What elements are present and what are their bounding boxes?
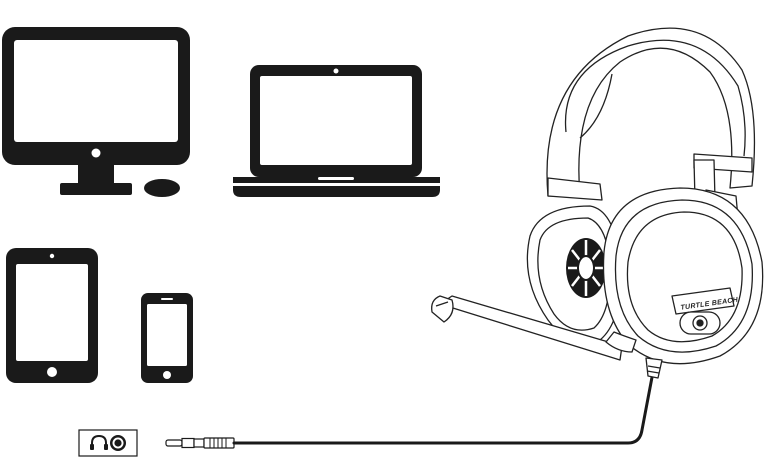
mouse-icon [144,179,180,197]
headphone-icon [90,434,108,450]
laptop-icon [233,65,440,197]
headset-control-button [679,311,721,335]
audio-port-label [78,429,138,457]
gaming-headset-icon: TURTLE BEACH [431,27,764,379]
speaker-grille [566,238,606,298]
audio-plug [165,437,235,449]
audio-jack-icon [110,435,126,451]
tablet-icon [6,248,98,383]
headset-cable [232,370,655,445]
cable-strain-relief [645,357,663,379]
microphone-boom [431,295,637,361]
desktop-monitor-icon [2,27,190,195]
smartphone-icon [141,293,193,383]
